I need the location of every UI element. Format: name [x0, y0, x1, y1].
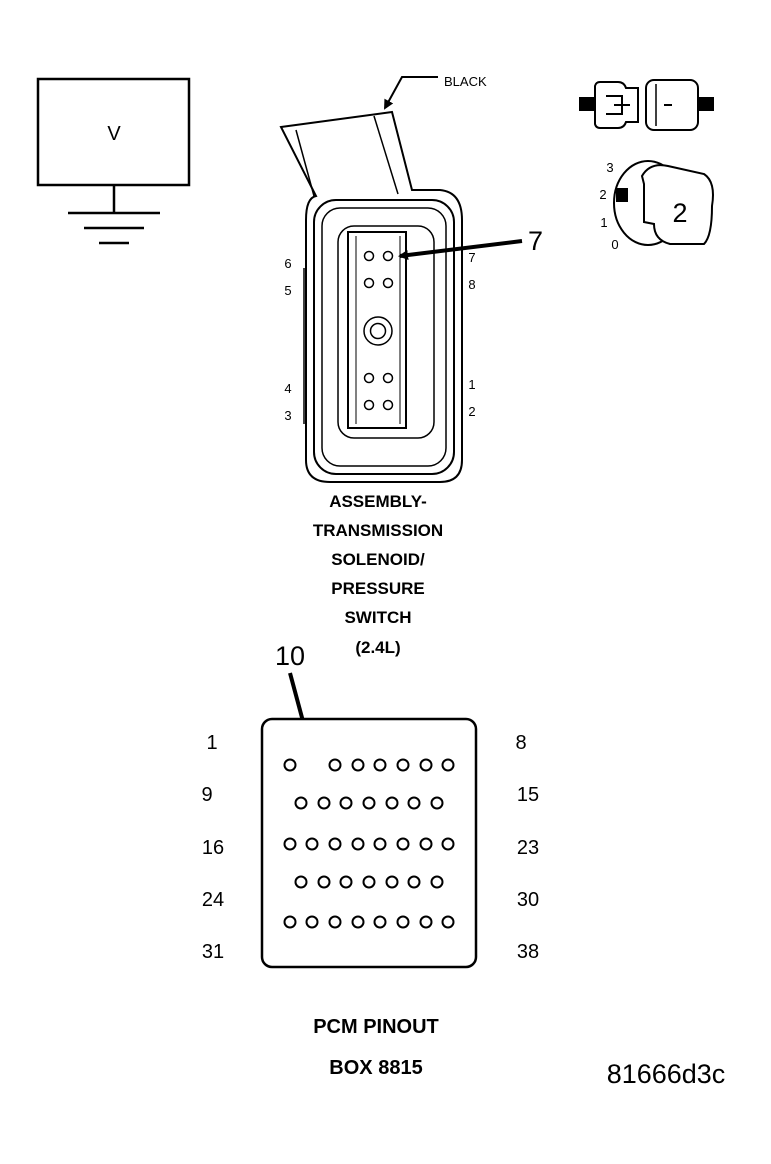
callout-arrow	[398, 239, 523, 260]
pcm-pin-cavity	[419, 915, 433, 929]
pcm-pin-cavity	[339, 875, 353, 889]
connector-title: ASSEMBLY- TRANSMISSION SOLENOID/ PRESSUR…	[313, 492, 443, 657]
pcm-pin-cavity	[396, 837, 410, 851]
pcm-pin-cavity	[339, 796, 353, 810]
pcm-pin-cavity	[419, 837, 433, 851]
selector-position-3: 3	[606, 160, 613, 175]
pcm-row-end-label: 15	[517, 784, 539, 806]
pcm-pin-cavity	[305, 837, 319, 851]
pcm-pin-cavity	[328, 915, 342, 929]
pcm-pin-grid	[283, 758, 455, 929]
pcm-row-end-label: 23	[517, 837, 539, 859]
pcm-row-start-label: 9	[201, 784, 212, 806]
pcm-row-end-label: 38	[517, 941, 539, 963]
pcm-pin-cavity	[283, 758, 297, 772]
wire-color-label: BLACK	[444, 74, 487, 89]
pcm-pin-cavity	[351, 915, 365, 929]
pcm-pin-cavity	[317, 875, 331, 889]
pcm-pin-cavity	[294, 875, 308, 889]
voltmeter: V	[36, 77, 191, 245]
connector-pin-label: 2	[468, 404, 475, 419]
pcm-pin-cavity	[351, 837, 365, 851]
pcm-pin-cavity	[362, 796, 376, 810]
pcm-pin-cavity	[396, 915, 410, 929]
svg-text:ASSEMBLY-: ASSEMBLY-	[329, 492, 427, 511]
connector-inner-shell	[313, 199, 455, 475]
svg-text:PRESSURE: PRESSURE	[331, 579, 425, 598]
pcm-pin-cavity	[294, 796, 308, 810]
connector-pin-label: 7	[468, 250, 475, 265]
pcm-pin-cavity	[328, 758, 342, 772]
selector-knob-icon: 3 2 1 0 2	[599, 160, 714, 252]
svg-text:(2.4L): (2.4L)	[355, 638, 400, 657]
pcm-pin-cavity	[317, 796, 331, 810]
meter-symbol: V	[107, 123, 121, 145]
pcm-pin-cavity	[385, 796, 399, 810]
test-lead-icon	[579, 79, 714, 131]
pcm-pin-cavity	[441, 915, 455, 929]
selector-position-2: 2	[599, 187, 606, 202]
pcm-pin-cavity	[407, 796, 421, 810]
pcm-row-end-label: 30	[517, 889, 539, 911]
ground-icon	[68, 185, 160, 245]
pcm-pin-cavity	[373, 837, 387, 851]
pcm-callout: 10	[275, 641, 305, 671]
connector-pin-label: 1	[468, 377, 475, 392]
pcm-pin-cavity	[373, 915, 387, 929]
connector-pin-block	[347, 231, 407, 429]
svg-text:TRANSMISSION: TRANSMISSION	[313, 521, 443, 540]
pcm-pin-cavity	[328, 837, 342, 851]
svg-text:SOLENOID/: SOLENOID/	[331, 550, 425, 569]
selector-position-1: 1	[600, 215, 607, 230]
pcm-pin-cavity	[407, 875, 421, 889]
pcm-pin-cavity	[385, 875, 399, 889]
pcm-pin-cavity	[419, 758, 433, 772]
pcm-pin-cavity	[351, 758, 365, 772]
pcm-row-start-label: 24	[202, 889, 224, 911]
connector-outer-shell	[279, 110, 463, 483]
connector-pin-label: 5	[284, 283, 291, 298]
connector-pin-label: 4	[284, 381, 291, 396]
pcm-pin-cavity	[362, 875, 376, 889]
pcm-title: PCM PINOUT	[313, 1016, 439, 1038]
pcm-housing	[260, 717, 478, 969]
pcm-pin-cavity	[430, 875, 444, 889]
connector-pin-label: 6	[284, 256, 291, 271]
pcm-pin-cavity	[441, 758, 455, 772]
connector-callout: 7	[528, 226, 543, 256]
pcm-row-start-label: 31	[202, 941, 224, 963]
pcm-row-start-label: 1	[206, 732, 217, 754]
selector-setting: 2	[672, 198, 687, 228]
pcm-pin-cavity	[396, 758, 410, 772]
pcm-row-end-label: 8	[515, 732, 526, 754]
connector-cavities	[363, 250, 394, 411]
connector-pin-label: 8	[468, 277, 475, 292]
pcm-pin-cavity	[283, 837, 297, 851]
pcm-row-start-label: 16	[202, 837, 224, 859]
pcm-pin-cavity	[430, 796, 444, 810]
connector-pin-label: 3	[284, 408, 291, 423]
pcm-subtitle: BOX 8815	[329, 1057, 422, 1079]
selector-position-0: 0	[611, 237, 618, 252]
figure-id: 81666d3c	[607, 1059, 726, 1089]
svg-text:SWITCH: SWITCH	[344, 608, 411, 627]
pcm-pin-cavity	[305, 915, 319, 929]
pcm-pin-cavity	[373, 758, 387, 772]
pcm-pin-cavity	[441, 837, 455, 851]
pcm-pin-cavity	[283, 915, 297, 929]
solenoid-connector: BLACK 6 5 4 3 7 8 1	[279, 74, 543, 657]
pcm-connector: 10 1 9 16 24 31 8 15 23 30 38 PCM PINOUT…	[201, 641, 539, 1079]
